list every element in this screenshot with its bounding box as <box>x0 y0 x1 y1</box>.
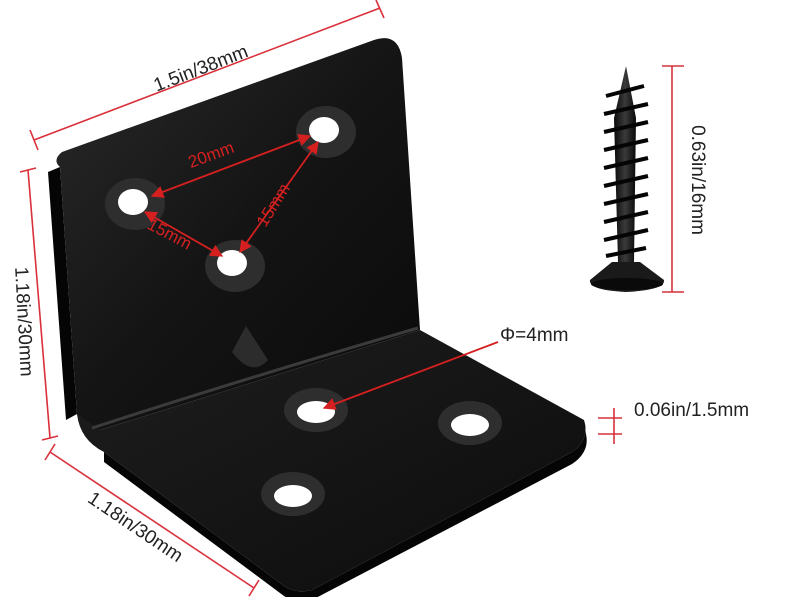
hole-diameter-label: Φ=4mm <box>500 325 568 346</box>
height-label: 1.18in/30mm <box>10 266 37 377</box>
thickness-dimension <box>598 408 622 444</box>
screw-length-label: 0.63in/16mm <box>687 125 708 235</box>
hole-diameter-leader <box>322 341 499 410</box>
spacing-arrow-right <box>239 140 319 254</box>
height-dimension <box>19 167 59 441</box>
screw-length-dimension <box>662 65 684 293</box>
width-label: 1.5in/38mm <box>151 41 251 96</box>
screw-icon <box>589 66 665 292</box>
thickness-label: 0.06in/1.5mm <box>634 400 749 421</box>
hole-spacing-arrows <box>143 134 319 257</box>
width-dimension <box>29 0 385 151</box>
angle-bracket-icon <box>48 38 587 597</box>
spacing-arrow-left <box>143 211 224 257</box>
depth-dimension <box>44 443 260 597</box>
